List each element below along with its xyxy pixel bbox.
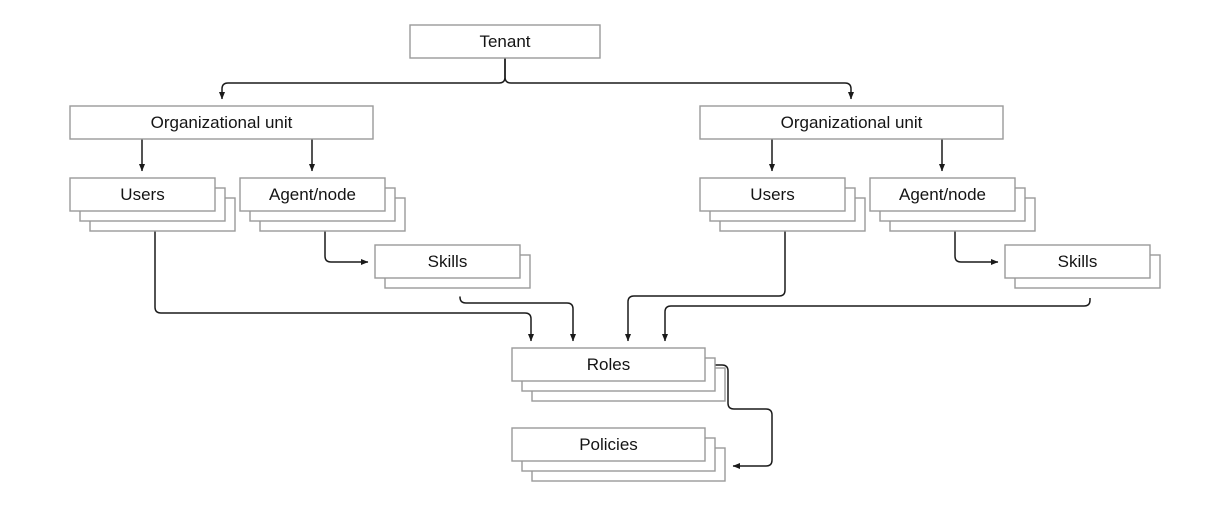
node-ou-left-label: Organizational unit: [151, 113, 293, 132]
node-users-left-rect[interactable]: [69, 177, 216, 212]
edge-layer: [138, 58, 1091, 470]
node-skills-right[interactable]: Skills: [1004, 244, 1161, 289]
node-skills-right-rect[interactable]: [1004, 244, 1151, 279]
node-agent-right[interactable]: Agent/node: [869, 177, 1036, 232]
edge-skills-right-to-roles: [661, 298, 1091, 342]
edge-skills-left-to-roles: [459, 296, 577, 342]
node-ou-left[interactable]: Organizational unit: [69, 105, 374, 140]
node-agent-right-rect[interactable]: [869, 177, 1016, 212]
node-roles[interactable]: Roles: [511, 347, 726, 402]
node-agent-left[interactable]: Agent/node: [239, 177, 406, 232]
node-tenant-label: Tenant: [479, 32, 530, 51]
node-skills-left[interactable]: Skills: [374, 244, 531, 289]
node-users-right-label: Users: [750, 185, 794, 204]
node-skills-left-rect[interactable]: [374, 244, 521, 279]
edge-agent-left-to-skills-left: [324, 231, 369, 266]
node-agent-right-label: Agent/node: [899, 185, 986, 204]
node-skills-left-label: Skills: [428, 252, 468, 271]
node-policies-rect[interactable]: [511, 427, 706, 462]
edge-tenant-to-ou-right: [504, 58, 855, 100]
node-ou-right-rect[interactable]: [699, 105, 1004, 140]
edge-roles-to-policies: [705, 364, 773, 470]
node-policies-label: Policies: [579, 435, 638, 454]
edge-tenant-to-ou-left: [218, 58, 506, 100]
node-ou-right-label: Organizational unit: [781, 113, 923, 132]
node-roles-rect[interactable]: [511, 347, 706, 382]
node-users-right[interactable]: Users: [699, 177, 866, 232]
node-skills-right-label: Skills: [1058, 252, 1098, 271]
node-policies[interactable]: Policies: [511, 427, 726, 482]
node-ou-left-rect[interactable]: [69, 105, 374, 140]
edge-users-left-to-roles: [154, 231, 535, 342]
node-agent-left-rect[interactable]: [239, 177, 386, 212]
edge-users-right-to-roles: [624, 231, 786, 342]
node-tenant-rect[interactable]: [409, 24, 601, 59]
node-users-left-label: Users: [120, 185, 164, 204]
node-ou-right[interactable]: Organizational unit: [699, 105, 1004, 140]
node-users-right-rect[interactable]: [699, 177, 846, 212]
node-roles-label: Roles: [587, 355, 630, 374]
node-tenant[interactable]: Tenant: [409, 24, 601, 59]
node-agent-left-label: Agent/node: [269, 185, 356, 204]
edge-agent-right-to-skills-right: [954, 231, 999, 266]
node-users-left[interactable]: Users: [69, 177, 236, 232]
